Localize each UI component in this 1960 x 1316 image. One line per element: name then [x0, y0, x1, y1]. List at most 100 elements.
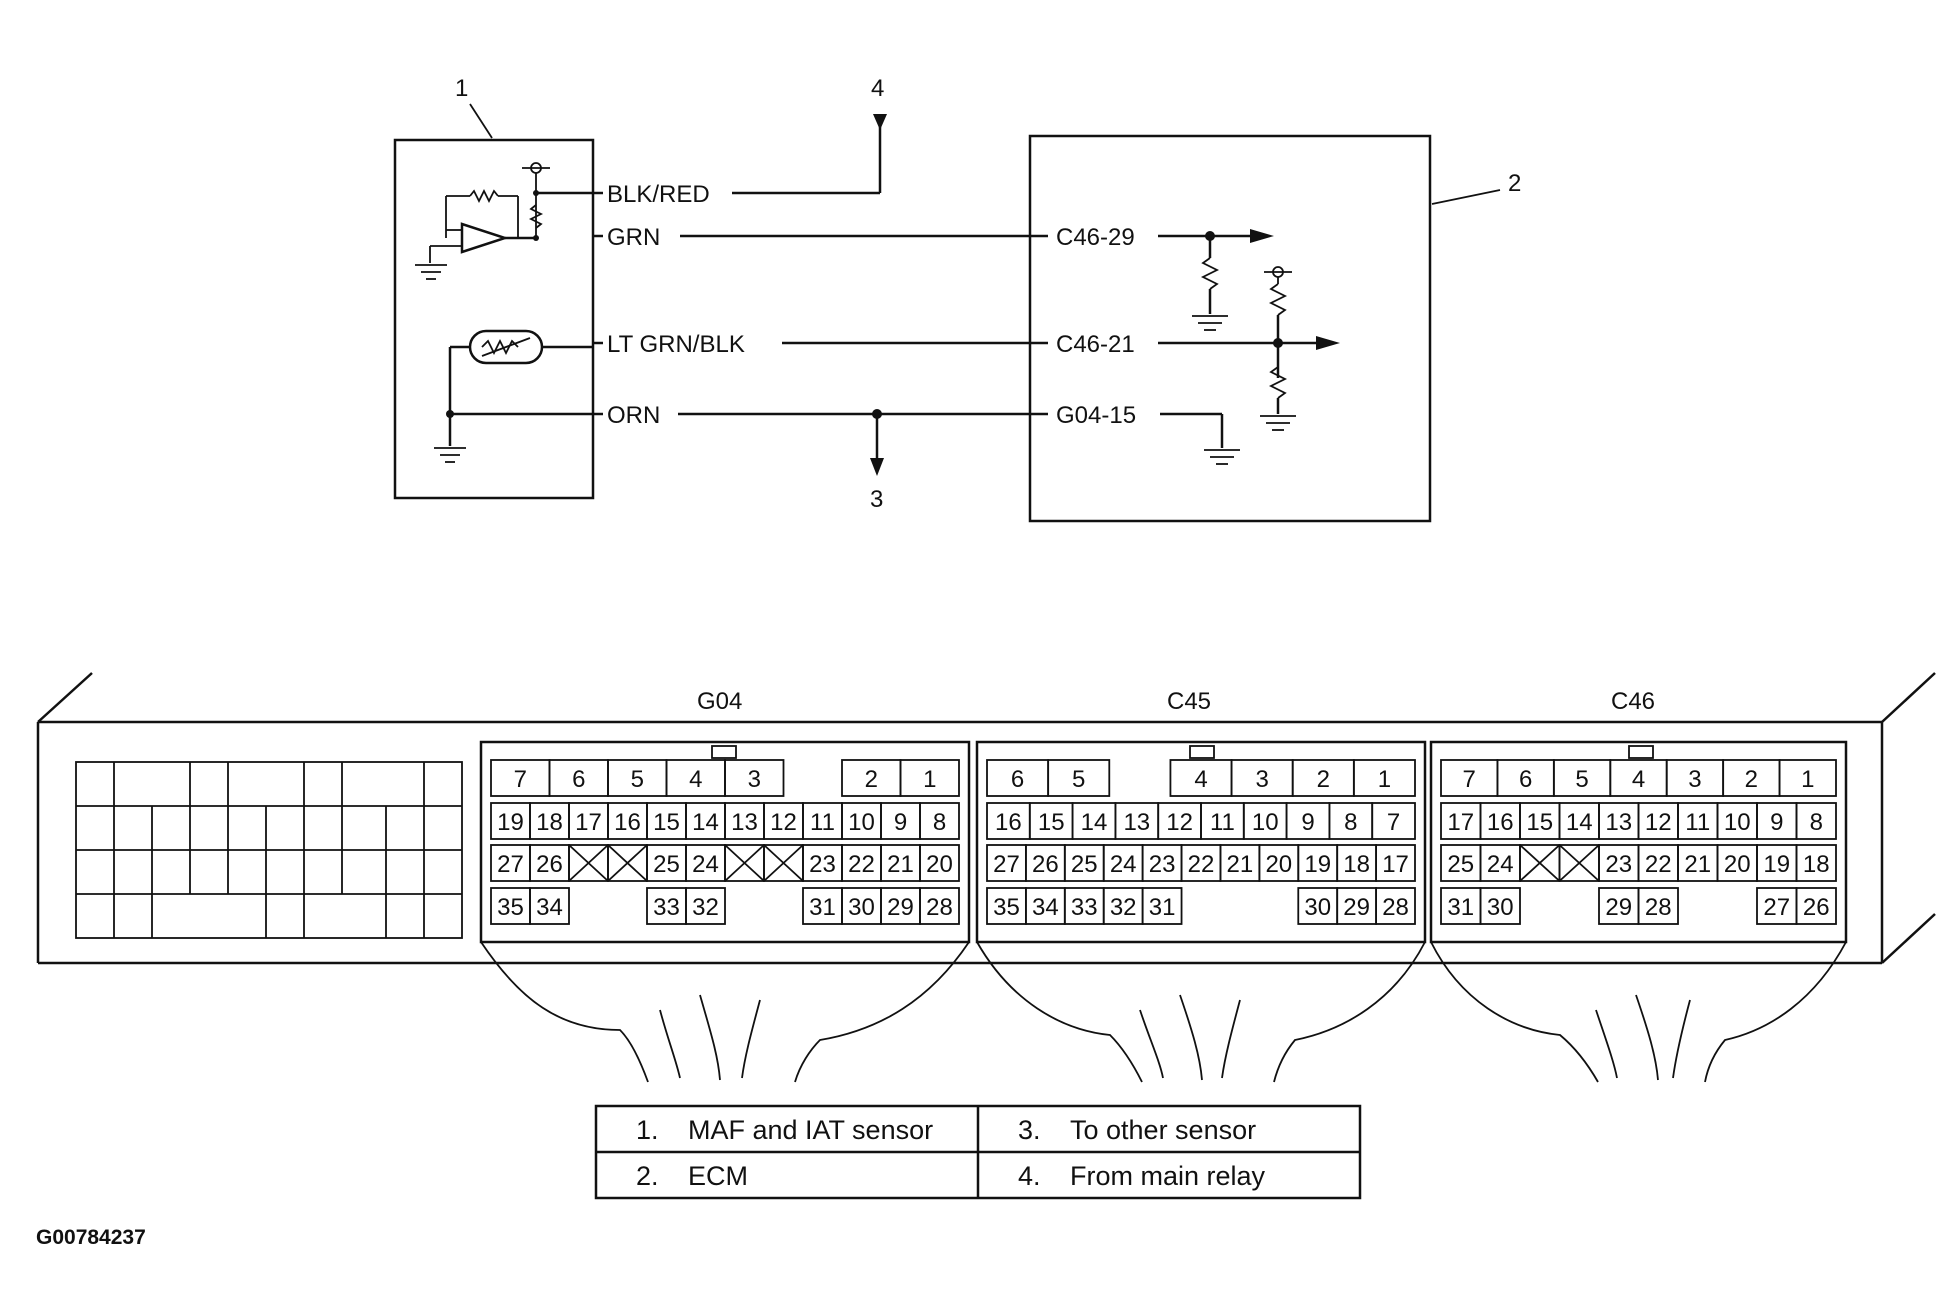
- pin-number: 12: [1645, 809, 1672, 836]
- pin-number: 14: [1566, 809, 1593, 836]
- pin-number: 16: [1487, 809, 1514, 836]
- pin-number: 24: [1487, 851, 1514, 878]
- pin-number: 28: [926, 894, 953, 921]
- pin-number: 27: [497, 851, 524, 878]
- pin-number: 20: [1265, 851, 1292, 878]
- pin-cell: [1375, 887, 1416, 925]
- pin-number: 17: [1447, 809, 1474, 836]
- pin-number: 29: [887, 894, 914, 921]
- pin-number: 9: [1301, 809, 1314, 836]
- pin-number: 35: [497, 894, 524, 921]
- pin-blank-x: [568, 844, 609, 882]
- pin-number: 10: [1724, 809, 1751, 836]
- pin-number: 28: [1645, 894, 1672, 921]
- ecm-terminal-c46-29: C46-29: [1056, 224, 1135, 251]
- pin-blank-x: [1519, 844, 1561, 882]
- pin-number: 1: [923, 766, 936, 793]
- connector-g04: [479, 740, 971, 944]
- pin-number: 23: [1605, 851, 1632, 878]
- pin-number: 22: [1645, 851, 1672, 878]
- pin-cell: [1795, 802, 1837, 840]
- pin-number: 21: [887, 851, 914, 878]
- pin-number: 26: [1032, 851, 1059, 878]
- connector-label-g04: G04: [697, 688, 742, 715]
- pin-number: 22: [1188, 851, 1215, 878]
- pin-number: 2: [865, 766, 878, 793]
- pin-number: 21: [1684, 851, 1711, 878]
- pin-number: 4: [689, 766, 702, 793]
- pin-number: 11: [810, 809, 835, 836]
- pin-number: 10: [1252, 809, 1279, 836]
- pin-cell: [919, 887, 960, 925]
- ecm-terminal-g04-15: G04-15: [1056, 402, 1136, 429]
- wire-harness: [480, 941, 1847, 1083]
- pin-number: 13: [1605, 809, 1632, 836]
- wire-label-orn: ORN: [607, 402, 660, 429]
- pin-number: 33: [1071, 894, 1098, 921]
- pin-number: 31: [809, 894, 836, 921]
- pin-cell: [919, 802, 960, 840]
- pin-number: 12: [1166, 809, 1193, 836]
- pin-number: 5: [1575, 766, 1588, 793]
- pin-number: 29: [1343, 894, 1370, 921]
- pin-number: 35: [993, 894, 1020, 921]
- pin-number: 5: [631, 766, 644, 793]
- pin-number: 19: [497, 809, 524, 836]
- ecm-box: [1028, 134, 1432, 523]
- wire-label-blk-red: BLK/RED: [607, 181, 710, 208]
- pin-cell: [1371, 802, 1416, 840]
- legend-item-4: From main relay: [1070, 1161, 1266, 1191]
- pin-number: 32: [1110, 894, 1137, 921]
- legend-num-4: 4.: [1018, 1161, 1041, 1191]
- pin-number: 7: [514, 766, 527, 793]
- pin-cell: [1352, 759, 1416, 797]
- pin-number: 4: [1632, 766, 1645, 793]
- wire-label-grn: GRN: [607, 224, 660, 251]
- connector-label-c46: C46: [1611, 688, 1655, 715]
- pin-number: 13: [731, 809, 758, 836]
- pin-number: 13: [1123, 809, 1150, 836]
- pin-cell: [899, 759, 960, 797]
- pin-cell: [1479, 887, 1521, 925]
- callout-1: 1: [455, 75, 468, 102]
- pin-number: 26: [536, 851, 563, 878]
- pin-number: 30: [848, 894, 875, 921]
- pin-number: 27: [1763, 894, 1790, 921]
- pin-number: 6: [572, 766, 585, 793]
- pin-number: 25: [1071, 851, 1098, 878]
- pin-number: 5: [1072, 766, 1085, 793]
- legend-num-1: 1.: [636, 1115, 659, 1145]
- pin-number: 9: [1770, 809, 1783, 836]
- pin-number: 20: [1724, 851, 1751, 878]
- pin-number: 18: [1343, 851, 1370, 878]
- legend-table: 1. MAF and IAT sensor 3. To other sensor…: [594, 1104, 1362, 1200]
- pin-cell: [1795, 887, 1837, 925]
- connector-c46: [1429, 740, 1848, 944]
- pin-number: 23: [1149, 851, 1176, 878]
- pin-cell: [1795, 844, 1837, 882]
- connector-label-c45: C45: [1167, 688, 1211, 715]
- ecm-connector-housing: [36, 672, 1936, 965]
- pin-cell: [1637, 887, 1679, 925]
- pin-number: 24: [692, 851, 719, 878]
- legend-num-3: 3.: [1018, 1115, 1041, 1145]
- pin-blank-x: [724, 844, 765, 882]
- pin-number: 19: [1304, 851, 1331, 878]
- pin-number: 18: [536, 809, 563, 836]
- pin-number: 14: [692, 809, 719, 836]
- maf-amplifier-symbol: [415, 162, 550, 280]
- pin-number: 29: [1605, 894, 1632, 921]
- housing-side-grid: [75, 761, 463, 939]
- pin-number: 2: [1317, 766, 1330, 793]
- pin-cell: [919, 844, 960, 882]
- pin-number: 27: [993, 851, 1020, 878]
- pin-number: 3: [1255, 766, 1268, 793]
- pin-number: 30: [1487, 894, 1514, 921]
- pin-number: 15: [1526, 809, 1553, 836]
- legend-num-2: 2.: [636, 1161, 659, 1191]
- pin-number: 17: [575, 809, 602, 836]
